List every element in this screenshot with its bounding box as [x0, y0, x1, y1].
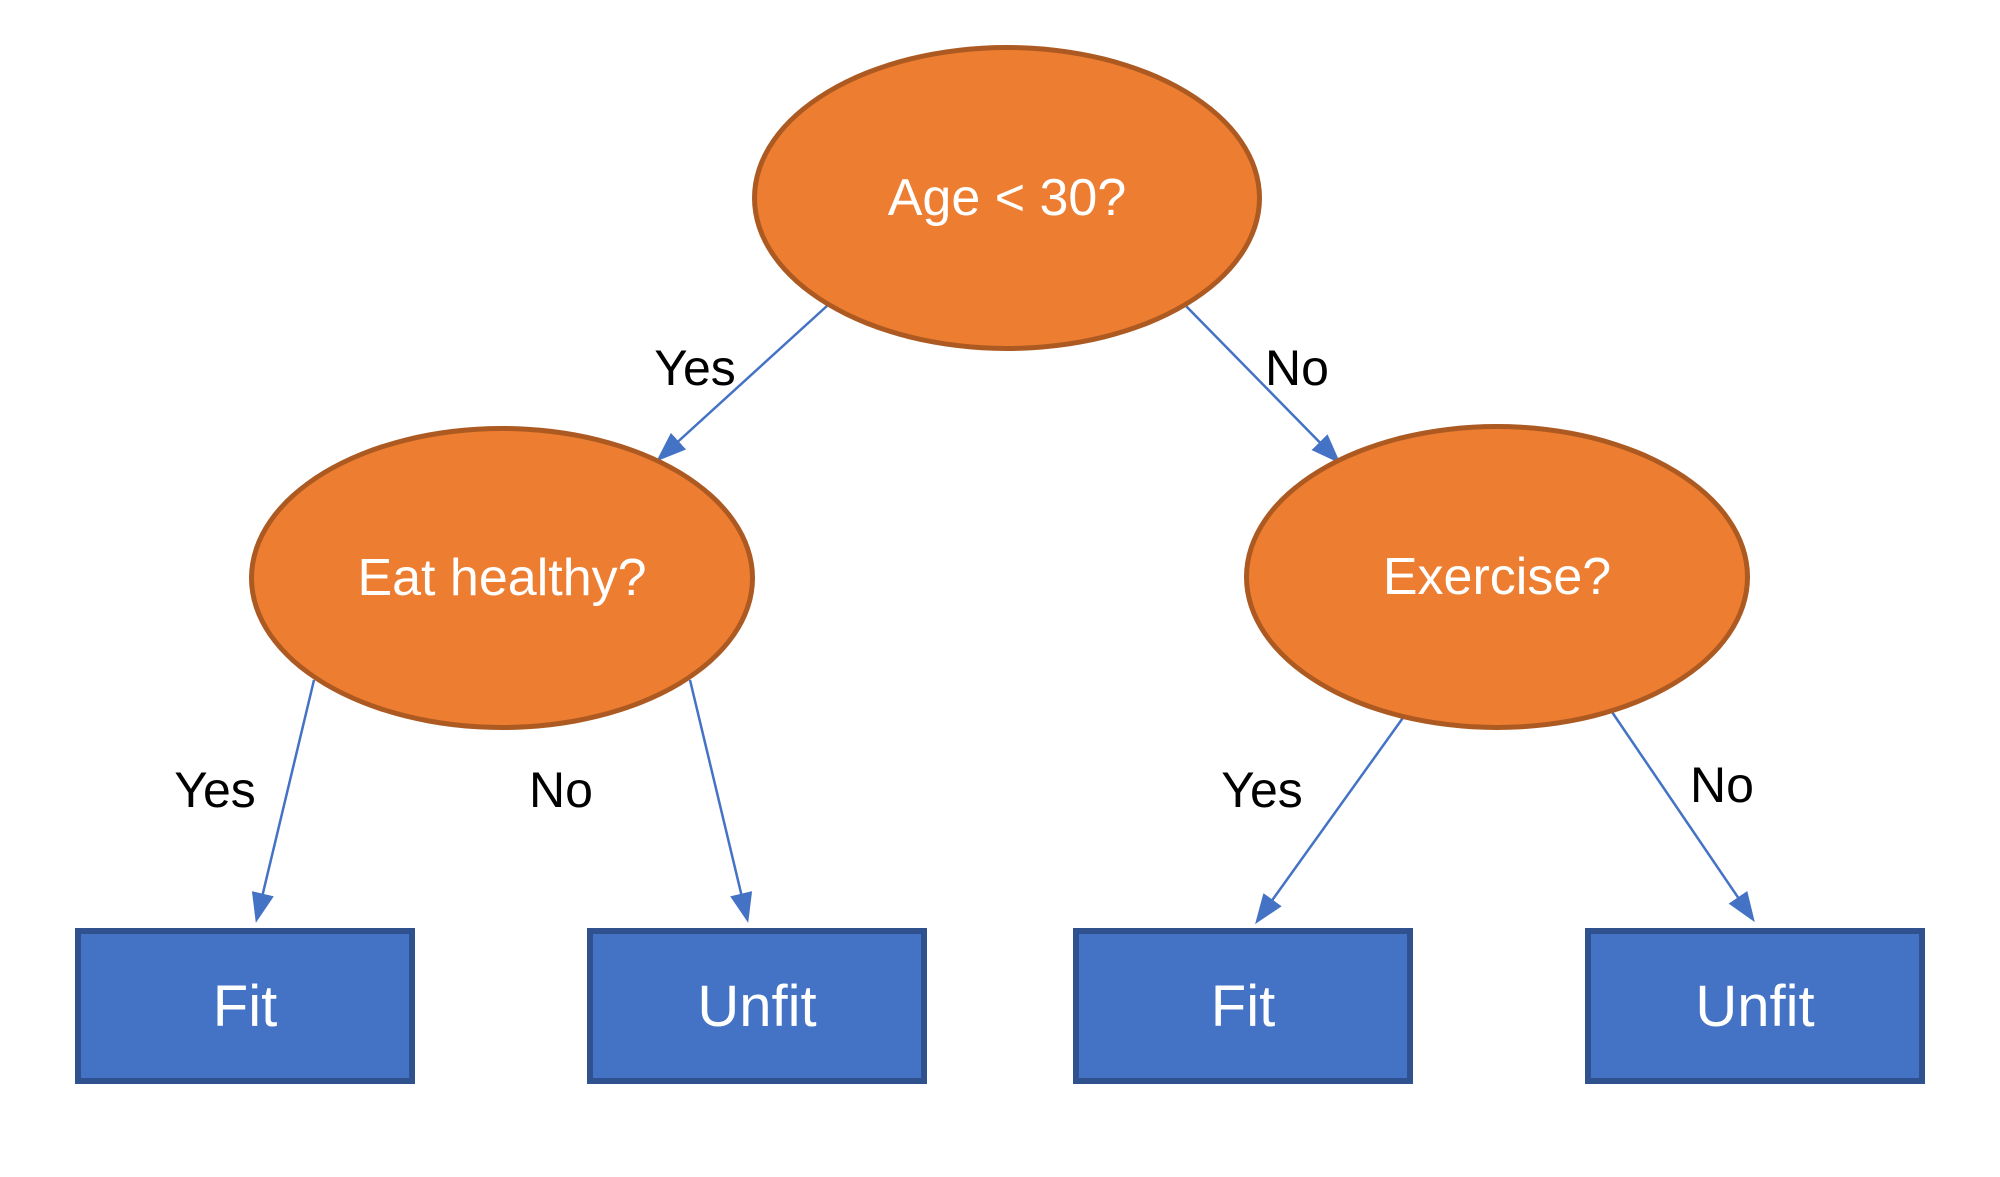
- leaf-node-fit-right: Fit: [1073, 928, 1413, 1084]
- decision-node-exercise-label: Exercise?: [1382, 548, 1612, 606]
- edge-label-root-yes: Yes: [654, 340, 736, 396]
- decision-node-exercise: Exercise?: [1244, 424, 1750, 730]
- edge-label-exercise-yes: Yes: [1221, 762, 1303, 818]
- edge-label-root-no: No: [1265, 340, 1329, 396]
- edge-label-eat-healthy-no: No: [529, 762, 593, 818]
- leaf-node-fit-left: Fit: [75, 928, 415, 1084]
- decision-node-eat-healthy: Eat healthy?: [249, 426, 755, 730]
- edge-label-eat-healthy-yes: Yes: [174, 762, 256, 818]
- edge-eat-healthy-to-unfit: [688, 679, 753, 923]
- edge-eat-healthy-to-fit: [251, 679, 316, 923]
- decision-node-eat-healthy-label: Eat healthy?: [357, 549, 647, 607]
- leaf-node-unfit-left-label: Unfit: [697, 973, 817, 1039]
- leaf-node-unfit-right-label: Unfit: [1695, 973, 1815, 1039]
- edge-label-exercise-no: No: [1690, 757, 1754, 813]
- leaf-node-unfit-right: Unfit: [1585, 928, 1925, 1084]
- edge-exercise-to-unfit: [1610, 711, 1755, 923]
- decision-node-age: Age < 30?: [752, 45, 1262, 351]
- leaf-node-fit-right-label: Fit: [1210, 973, 1276, 1039]
- decision-node-age-label: Age < 30?: [887, 169, 1127, 227]
- leaf-node-fit-left-label: Fit: [212, 973, 278, 1039]
- leaf-node-unfit-left: Unfit: [587, 928, 927, 1084]
